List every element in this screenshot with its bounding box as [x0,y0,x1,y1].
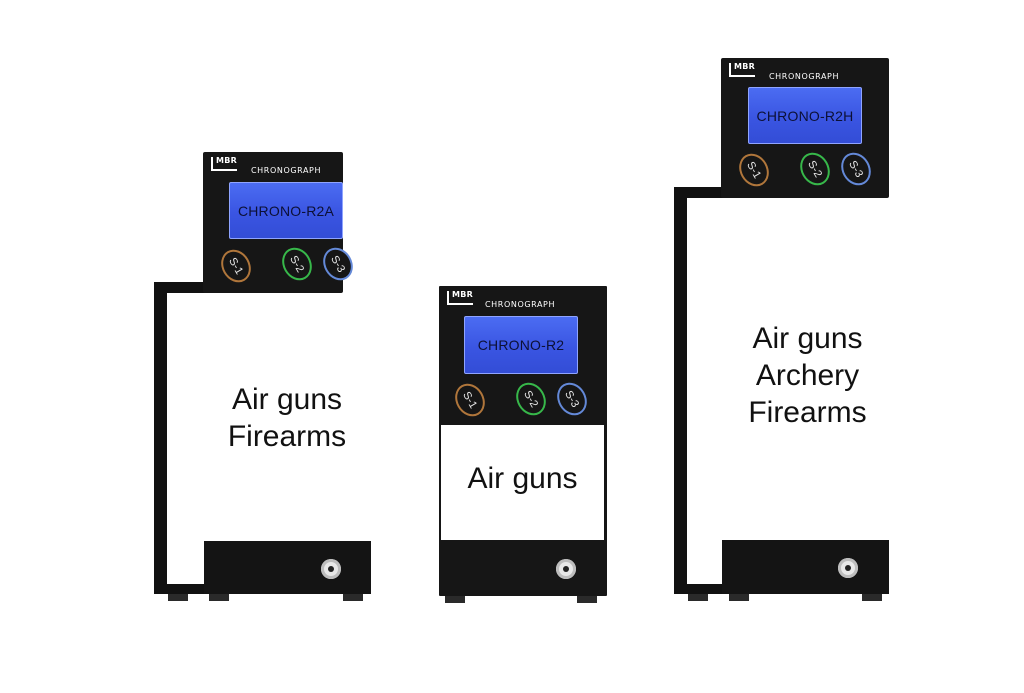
usage-line: Air guns [231,383,343,416]
s3-button[interactable]: S-3 [551,377,593,421]
foot [729,594,749,601]
usage-line: Archery [755,359,860,392]
lcd-display: CHRONO-R2H [748,87,862,144]
mbr-logo: MBR [211,156,237,171]
foot [862,594,882,601]
sensor-knob-icon [838,558,858,578]
s2-button[interactable]: S-2 [510,377,552,421]
support-foot-arm [674,584,729,594]
support-pole [154,282,167,594]
usage-line: Air guns [752,322,863,355]
usage-line: Firearms [748,396,867,429]
foot [209,594,229,601]
mbr-logo: MBR [447,290,473,305]
s1-button[interactable]: S-1 [449,378,491,422]
brand-label: CHRONOGRAPH [251,166,322,175]
base-unit [204,541,371,594]
mbr-logo: MBR [729,62,755,77]
base-unit [722,540,889,594]
usage-window [441,425,604,540]
foot [343,594,363,601]
chronograph-head: MBR CHRONOGRAPH CHRONO-R2H S-1 S-2 S-3 [721,58,889,198]
foot [577,596,597,603]
sensor-knob-icon [556,559,576,579]
support-arm [674,187,729,198]
s2-button[interactable]: S-2 [794,147,836,191]
support-arm [154,282,214,293]
chronograph-head: MBR CHRONOGRAPH CHRONO-R2 S-1 S-2 S-3 [439,286,607,596]
chronograph-head: MBR CHRONOGRAPH CHRONO-R2A S-1 S-2 S-3 [203,152,359,293]
lcd-display: CHRONO-R2A [229,182,343,239]
support-foot-arm [154,584,214,594]
usage-label: Air guns Archery Firearms [725,320,890,431]
lcd-display: CHRONO-R2 [464,316,578,374]
usage-label: Air guns [441,460,604,497]
s3-button[interactable]: S-3 [835,147,877,191]
s3-button[interactable]: S-3 [317,242,359,286]
foot [445,596,465,603]
foot [688,594,708,601]
sensor-knob-icon [321,559,341,579]
brand-label: CHRONOGRAPH [769,72,840,81]
s1-button[interactable]: S-1 [733,148,775,192]
usage-label: Air guns Firearms [207,381,367,455]
s1-button[interactable]: S-1 [215,244,257,288]
s2-button[interactable]: S-2 [276,242,318,286]
support-pole [674,187,687,594]
foot [168,594,188,601]
brand-label: CHRONOGRAPH [485,300,556,309]
usage-line: Firearms [227,420,347,453]
usage-line: Air guns [467,462,578,495]
